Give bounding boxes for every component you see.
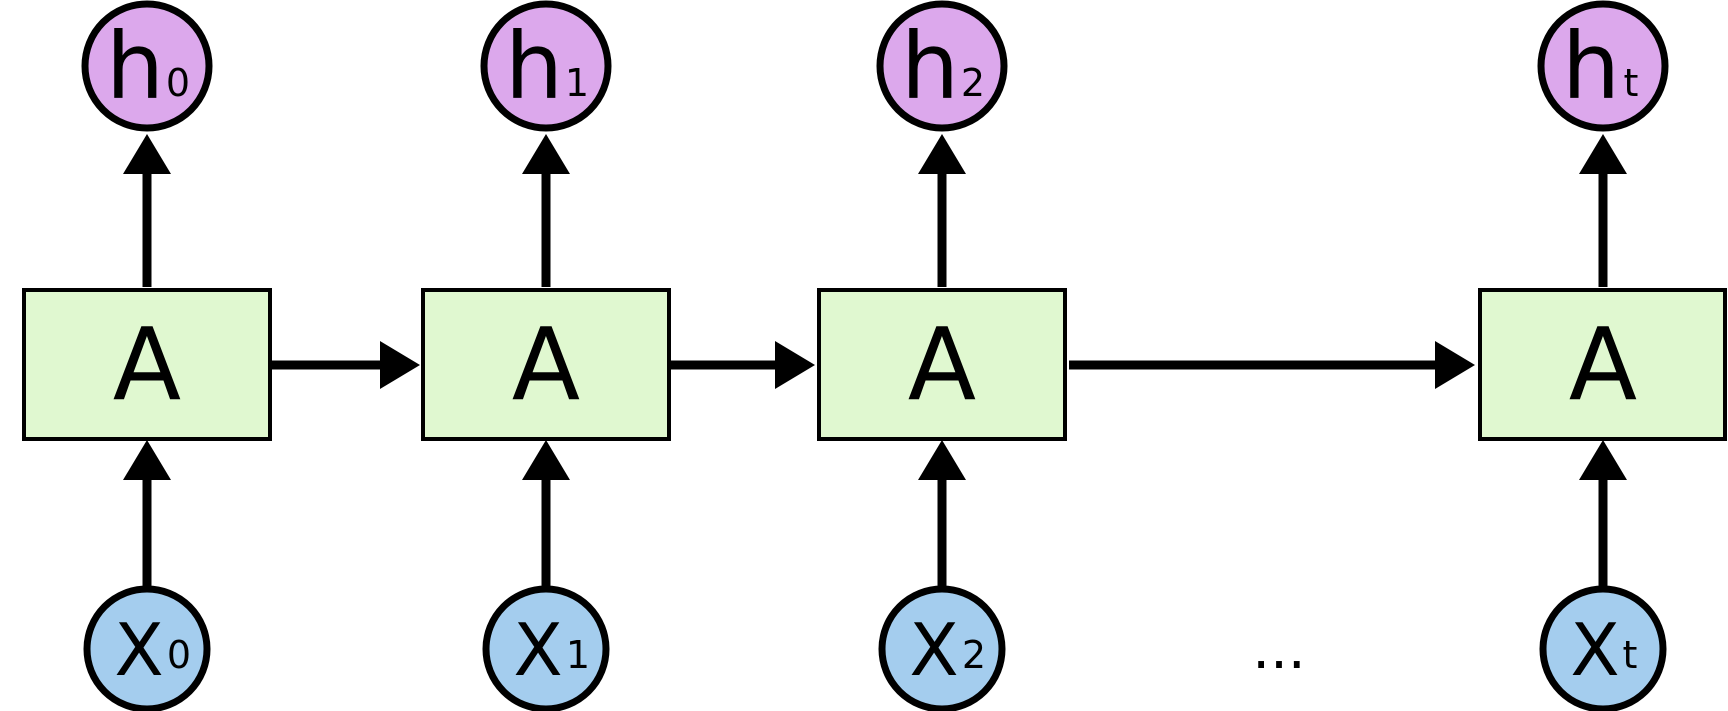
input-arrow-0 — [123, 440, 171, 586]
output-arrow-t — [1579, 134, 1627, 287]
recurrent-arrow-2-t — [1069, 341, 1475, 389]
cell-box — [1478, 288, 1727, 441]
output-label: h — [505, 13, 563, 120]
output-label: h — [901, 13, 959, 120]
timestep-t: h t A X t — [1478, 0, 1727, 711]
timestep-2: h 2 A X 2 — [817, 0, 1067, 711]
output-node-t: h t — [1537, 0, 1669, 132]
output-node-0: h 0 — [81, 0, 213, 132]
input-arrow-1 — [522, 440, 570, 586]
input-label: X — [114, 608, 163, 692]
cell-box — [421, 288, 671, 441]
input-circle — [878, 585, 1006, 711]
output-subscript: 2 — [961, 61, 985, 105]
input-label: X — [513, 608, 562, 692]
cell-label: A — [1569, 306, 1637, 423]
cell-label: A — [908, 306, 976, 423]
output-label: h — [1562, 13, 1620, 120]
cell-1: A — [421, 288, 671, 441]
timestep-0: h 0 A X 0 — [22, 0, 272, 711]
output-circle — [876, 0, 1008, 132]
cell-box — [22, 288, 272, 441]
output-arrow-1 — [522, 134, 570, 287]
input-label: X — [1570, 608, 1619, 692]
output-node-2: h 2 — [876, 0, 1008, 132]
recurrent-arrow-1-2 — [669, 341, 815, 389]
input-circle — [482, 585, 610, 711]
output-circle — [1537, 0, 1669, 132]
output-subscript: 1 — [565, 61, 589, 105]
output-label: h — [106, 13, 164, 120]
input-arrow-t — [1579, 440, 1627, 586]
cell-label: A — [512, 306, 580, 423]
input-circle — [83, 585, 211, 711]
timestep-1: h 1 A X 1 — [421, 0, 671, 711]
input-subscript: 0 — [167, 633, 191, 677]
input-circle — [1539, 585, 1667, 711]
input-node-0: X 0 — [83, 585, 211, 711]
output-arrow-0 — [123, 134, 171, 287]
output-node-1: h 1 — [480, 0, 612, 132]
recurrent-arrow-0-1 — [270, 341, 420, 389]
output-circle — [480, 0, 612, 132]
cell-t: A — [1478, 288, 1727, 441]
output-arrow-2 — [918, 134, 966, 287]
input-label: X — [909, 608, 958, 692]
input-node-t: X t — [1539, 585, 1667, 711]
input-subscript: 2 — [962, 633, 986, 677]
cell-box — [817, 288, 1067, 441]
output-circle — [81, 0, 213, 132]
input-arrow-2 — [918, 440, 966, 586]
input-subscript: 1 — [566, 633, 590, 677]
output-subscript: 0 — [166, 61, 190, 105]
cell-0: A — [22, 288, 272, 441]
input-subscript: t — [1623, 633, 1638, 677]
output-subscript: t — [1624, 61, 1639, 105]
cell-label: A — [113, 306, 181, 423]
ellipsis: ... — [1252, 617, 1305, 682]
cell-2: A — [817, 288, 1067, 441]
input-node-1: X 1 — [482, 585, 610, 711]
input-node-2: X 2 — [878, 585, 1006, 711]
